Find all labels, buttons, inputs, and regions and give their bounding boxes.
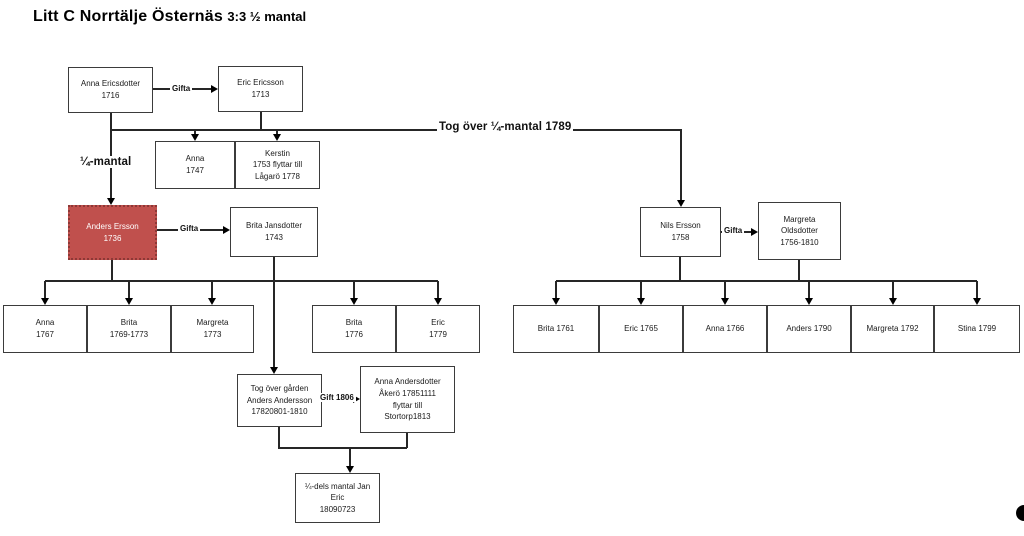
arrowhead-margreta1773 bbox=[208, 298, 216, 305]
arrowhead-gifta-nils bbox=[751, 228, 758, 236]
connector-took-over-down bbox=[680, 129, 682, 200]
arrowhead-gifta-top bbox=[211, 85, 218, 93]
connector-nils-down bbox=[679, 257, 681, 281]
node-anders-ersson: Anders Ersson 1736 bbox=[68, 205, 157, 260]
connector-gen1-children bbox=[110, 129, 681, 131]
node-margreta-1773: Margreta 1773 bbox=[171, 305, 254, 353]
arrowhead-eric1765 bbox=[637, 298, 645, 305]
arrowhead-anna1766 bbox=[721, 298, 729, 305]
bullet-dot bbox=[1016, 505, 1024, 521]
connector-bottom-join bbox=[278, 447, 407, 449]
connector-drop-anders1790 bbox=[808, 281, 810, 298]
label-gifta-nils: Gifta bbox=[722, 226, 745, 235]
node-jan-eric: ¼-dels mantal Jan Eric 18090723 bbox=[295, 473, 380, 523]
connector-drop-margreta1773 bbox=[211, 281, 213, 298]
node-anna-1747: Anna 1747 bbox=[155, 141, 235, 189]
arrowhead-gift-1806 bbox=[353, 395, 360, 403]
connector-margreta-o-down bbox=[798, 260, 800, 281]
node-brita-1776: Brita 1776 bbox=[312, 305, 396, 353]
label-gift-1806: Gift 1806 bbox=[318, 393, 356, 402]
label-gifta-top: Gifta bbox=[170, 84, 193, 93]
arrowhead-anders-top bbox=[107, 198, 115, 205]
arrowhead-stina1799 bbox=[973, 298, 981, 305]
connector-drop-brita1761 bbox=[555, 281, 557, 298]
arrowhead-brita1776 bbox=[350, 298, 358, 305]
connector-andersdotter-down bbox=[406, 433, 408, 448]
node-anders-1790: Anders 1790 bbox=[767, 305, 851, 353]
arrowhead-eric1779 bbox=[434, 298, 442, 305]
connector-jan-eric-drop bbox=[349, 448, 351, 466]
node-anna-ericsdotter: Anna Ericsdotter 1716 bbox=[68, 67, 153, 113]
connector-eric-down bbox=[260, 112, 262, 130]
arrowhead-brita1761 bbox=[552, 298, 560, 305]
node-nils-ersson: Nils Ersson 1758 bbox=[640, 207, 721, 257]
connector-right-children bbox=[556, 280, 977, 282]
node-eric-1779: Eric 1779 bbox=[396, 305, 480, 353]
node-anna-andersdotter: Anna Andersdotter Åkerö 17851111 flyttar… bbox=[360, 366, 455, 433]
connector-drop-eric1765 bbox=[640, 281, 642, 298]
connector-drop-anna1767 bbox=[44, 281, 46, 298]
node-brita-1769-1773: Brita 1769-1773 bbox=[87, 305, 171, 353]
connector-drop-margreta1792 bbox=[892, 281, 894, 298]
connector-anna-down bbox=[110, 113, 112, 198]
node-kerstin-1753: Kerstin 1753 flyttar till Lågarö 1778 bbox=[235, 141, 320, 189]
label-tog-over-quarter: Tog över ¼-mantal 1789 bbox=[437, 121, 574, 133]
connector-kerstin-drop bbox=[276, 129, 278, 135]
connector-drop-brita1769 bbox=[128, 281, 130, 298]
node-anna-1766: Anna 1766 bbox=[683, 305, 767, 353]
arrowhead-tog-over-garden bbox=[270, 367, 278, 374]
arrowhead-anna1747 bbox=[191, 134, 199, 141]
connector-anna1747-drop bbox=[194, 129, 196, 135]
node-margreta-1792: Margreta 1792 bbox=[851, 305, 934, 353]
page-title: Litt C Norrtälje Östernäs 3:3 ½ mantal bbox=[33, 8, 306, 26]
connector-left-children bbox=[45, 280, 438, 282]
node-tog-over-garden: Tog över gården Anders Andersson 1782080… bbox=[237, 374, 322, 427]
node-eric-ericsson: Eric Ericsson 1713 bbox=[218, 66, 303, 112]
arrowhead-kerstin bbox=[273, 134, 281, 141]
page-title-suffix: 3:3 ½ mantal bbox=[227, 9, 307, 24]
arrowhead-anders1790 bbox=[805, 298, 813, 305]
connector-drop-brita1776 bbox=[353, 281, 355, 298]
arrowhead-nils-top bbox=[677, 200, 685, 207]
page-title-main: Litt C Norrtälje Östernäs bbox=[33, 8, 223, 25]
node-brita-1761: Brita 1761 bbox=[513, 305, 599, 353]
connector-garden-down bbox=[278, 427, 280, 448]
arrowhead-brita1769 bbox=[125, 298, 133, 305]
connector-drop-eric1779 bbox=[437, 281, 439, 298]
arrowhead-jan-eric bbox=[346, 466, 354, 473]
label-quarter-mantal: ¼-mantal bbox=[78, 156, 134, 168]
connector-anders-down bbox=[111, 260, 113, 281]
connector-drop-stina1799 bbox=[976, 281, 978, 298]
connector-brita-j-down bbox=[273, 257, 275, 367]
connector-drop-anna1766 bbox=[724, 281, 726, 298]
arrowhead-anna1767 bbox=[41, 298, 49, 305]
node-margreta-oldsdotter: Margreta Oldsdotter 1756-1810 bbox=[758, 202, 841, 260]
node-stina-1799: Stina 1799 bbox=[934, 305, 1020, 353]
node-anna-1767: Anna 1767 bbox=[3, 305, 87, 353]
node-brita-jansdotter: Brita Jansdotter 1743 bbox=[230, 207, 318, 257]
label-gifta-anders: Gifta bbox=[178, 224, 201, 233]
arrowhead-margreta1792 bbox=[889, 298, 897, 305]
node-eric-1765: Eric 1765 bbox=[599, 305, 683, 353]
arrowhead-gifta-anders bbox=[223, 226, 230, 234]
